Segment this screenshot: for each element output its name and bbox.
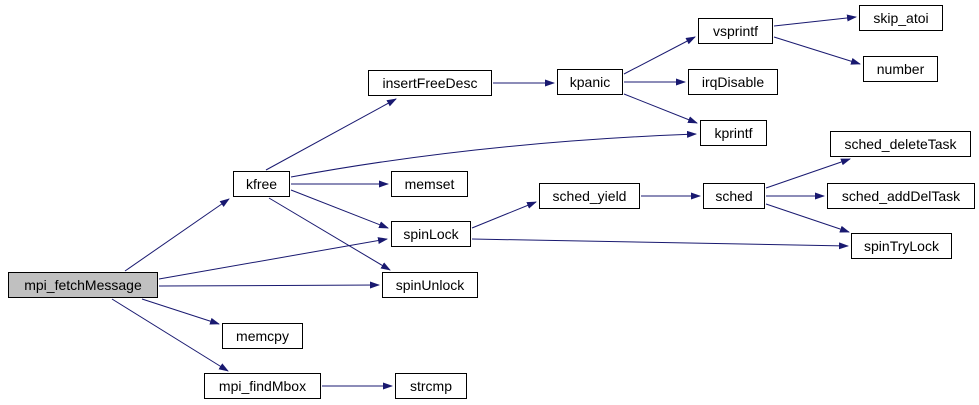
edge-kfree-to-kprintf bbox=[290, 130, 697, 178]
node-memcpy[interactable]: memcpy bbox=[222, 323, 303, 349]
node-sched_deleteTask[interactable]: sched_deleteTask bbox=[830, 131, 971, 157]
edge-mpi_fetchMessage-to-memcpy bbox=[141, 298, 220, 325]
node-sched[interactable]: sched bbox=[703, 183, 765, 209]
node-spinTryLock[interactable]: spinTryLock bbox=[851, 233, 952, 259]
edge-vsprintf-to-skip_atoi bbox=[773, 14, 857, 27]
node-insertFreeDesc[interactable]: insertFreeDesc bbox=[368, 70, 492, 96]
node-sched_yield[interactable]: sched_yield bbox=[539, 183, 640, 209]
edge-spinLock-to-spinTryLock bbox=[471, 238, 849, 250]
node-kprintf[interactable]: kprintf bbox=[700, 120, 767, 146]
edge-kfree-to-spinLock bbox=[290, 189, 389, 229]
edge-kpanic-to-kprintf bbox=[623, 93, 698, 124]
edge-spinLock-to-sched_yield bbox=[471, 201, 537, 229]
node-vsprintf[interactable]: vsprintf bbox=[698, 18, 773, 44]
edge-mpi_fetchMessage-to-kfree bbox=[124, 198, 230, 272]
node-sched_addDelTask[interactable]: sched_addDelTask bbox=[827, 183, 975, 209]
node-irqDisable[interactable]: irqDisable bbox=[688, 69, 778, 95]
edge-sched-to-sched_deleteTask bbox=[765, 158, 851, 189]
node-memset[interactable]: memset bbox=[391, 171, 468, 197]
edge-kfree-to-insertFreeDesc bbox=[265, 98, 397, 171]
edge-kfree-to-spinUnlock bbox=[268, 197, 391, 271]
node-skip_atoi[interactable]: skip_atoi bbox=[859, 5, 943, 31]
edge-kpanic-to-vsprintf bbox=[623, 36, 696, 75]
edge-mpi_fetchMessage-to-spinLock bbox=[158, 237, 388, 280]
node-number[interactable]: number bbox=[863, 56, 938, 82]
edge-sched-to-spinTryLock bbox=[765, 203, 850, 233]
node-strcmp[interactable]: strcmp bbox=[395, 373, 467, 399]
edge-mpi_fetchMessage-to-mpi_findMbox bbox=[111, 298, 229, 372]
edge-mpi_fetchMessage-to-spinUnlock bbox=[158, 281, 380, 289]
node-kpanic[interactable]: kpanic bbox=[557, 69, 623, 95]
node-mpi_findMbox[interactable]: mpi_findMbox bbox=[204, 373, 321, 399]
node-kfree[interactable]: kfree bbox=[233, 171, 290, 197]
node-spinUnlock[interactable]: spinUnlock bbox=[382, 272, 478, 298]
node-mpi_fetchMessage: mpi_fetchMessage bbox=[8, 272, 158, 298]
node-spinLock[interactable]: spinLock bbox=[391, 221, 471, 247]
edge-vsprintf-to-number bbox=[773, 36, 861, 65]
